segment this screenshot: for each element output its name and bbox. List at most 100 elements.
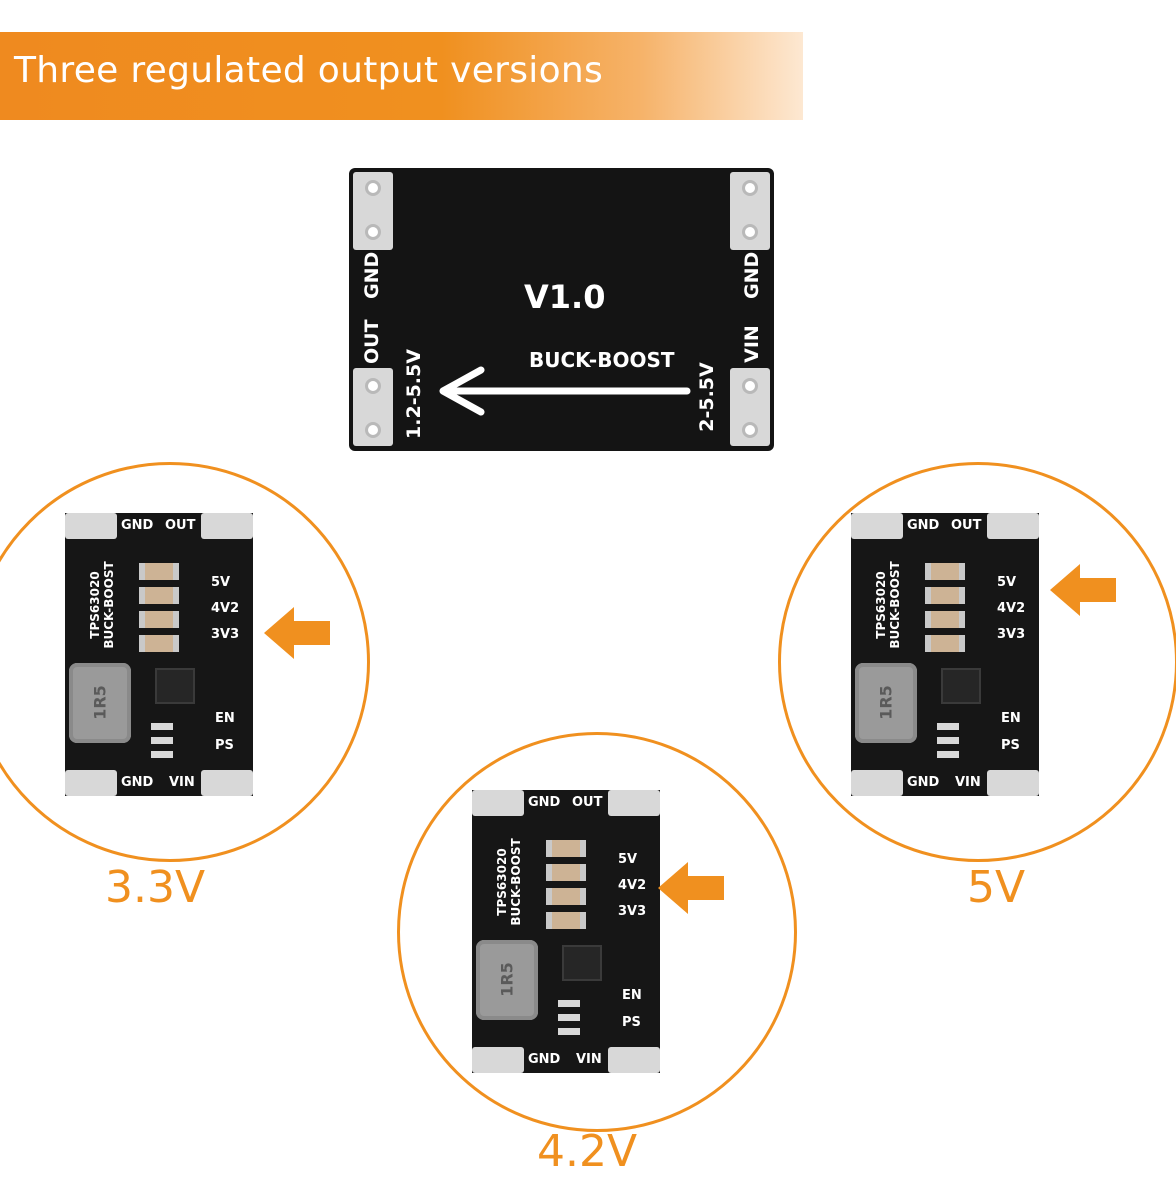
pad: [65, 770, 117, 796]
capacitor: [139, 635, 179, 652]
option-3v3: 3V3: [618, 904, 647, 919]
label-en: EN: [1001, 711, 1021, 726]
hole-icon: [365, 180, 381, 196]
inductor: [476, 940, 538, 1020]
type-label: BUCK-BOOST: [102, 561, 116, 649]
resistor: [558, 1014, 580, 1021]
voltage-caption-3v3: 3.3V: [105, 862, 206, 913]
capacitor: [925, 635, 965, 652]
inductor-label: 1R5: [90, 685, 110, 720]
inductor: [69, 663, 131, 743]
title-banner: Three regulated output versions: [0, 32, 803, 120]
inductor: [855, 663, 917, 743]
option-4v2: 4V2: [997, 601, 1026, 616]
label-gnd-top: GND: [121, 518, 154, 533]
capacitor: [139, 563, 179, 580]
label-ps: PS: [1001, 738, 1020, 753]
ic-chip: [941, 668, 981, 704]
pad: [608, 790, 660, 816]
ic-chip: [155, 668, 195, 704]
option-3v3: 3V3: [997, 627, 1026, 642]
pointer-arrow-icon: [264, 607, 330, 659]
main-board-image: GND OUT 1.2-5.5V GND VIN 2-5.5V V1.0 BUC…: [349, 168, 774, 451]
hole-icon: [365, 378, 381, 394]
label-vin-bottom: VIN: [955, 775, 981, 790]
label-ps: PS: [622, 1015, 641, 1030]
label-out-top: OUT: [165, 518, 196, 533]
capacitor: [546, 840, 586, 857]
label-out: OUT: [361, 319, 383, 364]
chip-label: TPS63020: [495, 848, 509, 916]
resistor: [558, 1000, 580, 1007]
resistor: [151, 751, 173, 758]
capacitor: [139, 611, 179, 628]
label-gnd-right: GND: [741, 251, 763, 299]
pad: [987, 513, 1039, 539]
capacitor: [925, 587, 965, 604]
label-gnd-bottom: GND: [528, 1052, 561, 1067]
label-ps: PS: [215, 738, 234, 753]
label-gnd-bottom: GND: [907, 775, 940, 790]
label-out-range: 1.2-5.5V: [403, 349, 425, 439]
resistor: [937, 723, 959, 730]
pad: [201, 513, 253, 539]
hole-icon: [365, 422, 381, 438]
option-5v: 5V: [618, 852, 638, 867]
resistor: [151, 723, 173, 730]
label-en: EN: [622, 988, 642, 1003]
buck-boost-label: BUCK-BOOST: [529, 348, 675, 372]
hole-icon: [742, 422, 758, 438]
hole-icon: [742, 378, 758, 394]
ic-chip: [562, 945, 602, 981]
option-5v: 5V: [997, 575, 1017, 590]
label-gnd-left: GND: [361, 251, 383, 299]
label-vin-bottom: VIN: [576, 1052, 602, 1067]
capacitor: [546, 864, 586, 881]
label-vin-bottom: VIN: [169, 775, 195, 790]
pad: [608, 1047, 660, 1073]
label-out-top: OUT: [951, 518, 982, 533]
label-en: EN: [215, 711, 235, 726]
label-gnd-bottom: GND: [121, 775, 154, 790]
version-label: V1.0: [524, 278, 606, 316]
pad: [472, 790, 524, 816]
chip-label: TPS63020: [88, 571, 102, 639]
capacitor: [546, 888, 586, 905]
type-label: BUCK-BOOST: [888, 561, 902, 649]
left-arrow-icon: [439, 366, 691, 416]
voltage-caption-4v2: 4.2V: [537, 1126, 638, 1177]
option-5v: 5V: [211, 575, 231, 590]
capacitor: [139, 587, 179, 604]
label-vin: VIN: [741, 325, 763, 363]
inductor-label: 1R5: [497, 962, 517, 997]
pointer-arrow-icon: [658, 862, 724, 914]
label-gnd-top: GND: [528, 795, 561, 810]
capacitor: [925, 611, 965, 628]
label-out-top: OUT: [572, 795, 603, 810]
pad: [201, 770, 253, 796]
banner-title: Three regulated output versions: [14, 50, 604, 91]
voltage-caption-5v: 5V: [967, 862, 1026, 913]
pad: [65, 513, 117, 539]
chip-label: TPS63020: [874, 571, 888, 639]
label-vin-range: 2-5.5V: [696, 362, 718, 432]
label-gnd-top: GND: [907, 518, 940, 533]
option-3v3: 3V3: [211, 627, 240, 642]
resistor: [151, 737, 173, 744]
capacitor: [925, 563, 965, 580]
pointer-arrow-icon: [1050, 564, 1116, 616]
pad: [472, 1047, 524, 1073]
resistor: [937, 737, 959, 744]
resistor: [558, 1028, 580, 1035]
pad: [851, 513, 903, 539]
hole-icon: [365, 224, 381, 240]
type-label: BUCK-BOOST: [509, 838, 523, 926]
inductor-label: 1R5: [876, 685, 896, 720]
pad: [851, 770, 903, 796]
resistor: [937, 751, 959, 758]
